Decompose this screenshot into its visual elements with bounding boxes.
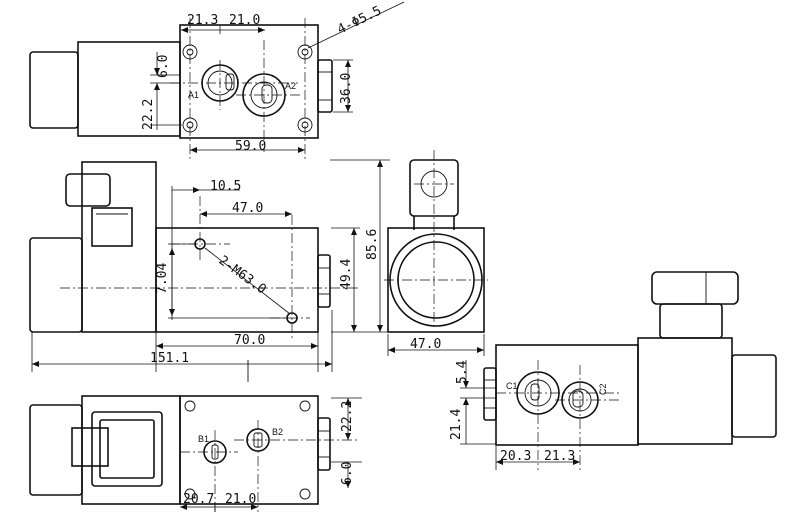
right-dimensions <box>460 360 580 470</box>
top-dim-59-0: 59.0 <box>235 139 266 154</box>
top-dim-36-0: 36.0 <box>339 73 354 104</box>
top-dim-6-0: 6.0 <box>156 55 171 78</box>
right-dim-21-3: 21.3 <box>544 449 575 464</box>
side-dim-47-0: 47.0 <box>410 337 441 352</box>
top-dim-22-2: 22.2 <box>141 99 156 130</box>
right-centerlines <box>496 360 620 470</box>
front-thread-callout: 2-M63.0 <box>216 253 269 297</box>
front-view: 10.5 47.0 2-M63.0 7.04 49.4 85.6 70.0 15… <box>29 159 390 382</box>
bottom-dimensions <box>180 397 362 512</box>
front-dim-70-0: 70.0 <box>234 333 265 348</box>
side-view: 47.0 <box>384 150 488 356</box>
top-valve-body <box>179 24 333 139</box>
top-dimensions <box>150 1 405 153</box>
bottom-solenoid-coil <box>29 395 181 505</box>
top-view: 21.3 21.0 4-Φ5.5 6.0 36.0 22.2 59.0 A1 A… <box>29 1 405 160</box>
port-label-a1: A1 <box>188 90 199 100</box>
port-label-b2: B2 <box>272 427 283 437</box>
bottom-dim-22-2: 22.2 <box>340 401 355 432</box>
port-label-a2: A2 <box>285 81 296 91</box>
top-hole-callout: 4-Φ5.5 <box>335 4 384 38</box>
bottom-centerlines <box>180 420 360 512</box>
port-label-c2: C2 <box>598 383 608 395</box>
bottom-view: 22.2 6.0 20.7 21.0 B1 B2 <box>29 395 362 512</box>
bottom-valve-body <box>179 395 331 505</box>
front-dim-151-1: 151.1 <box>150 351 189 366</box>
right-view: 5.4 21.4 20.3 21.3 C1 C2 <box>449 271 777 470</box>
right-dim-20-3: 20.3 <box>500 449 531 464</box>
right-valve-body <box>483 344 639 446</box>
port-label-b1: B1 <box>198 434 209 444</box>
bottom-dim-6-0: 6.0 <box>340 462 355 485</box>
top-dim-21-3: 21.3 <box>187 13 218 28</box>
right-dim-21-4: 21.4 <box>449 409 464 440</box>
front-dim-7-04: 7.04 <box>155 263 170 294</box>
right-solenoid-coil <box>637 271 777 445</box>
front-dimensions <box>31 159 390 382</box>
front-solenoid-coil <box>29 161 157 333</box>
front-dim-85-6: 85.6 <box>365 229 380 260</box>
port-label-c1: C1 <box>506 381 518 391</box>
front-dim-49-4: 49.4 <box>339 259 354 290</box>
front-dim-47-0: 47.0 <box>232 201 263 216</box>
right-dim-5-4: 5.4 <box>455 360 470 384</box>
bottom-dim-20-7: 20.7 <box>183 492 214 507</box>
top-centerlines <box>170 18 306 160</box>
top-dim-21-0: 21.0 <box>229 13 260 28</box>
bottom-dim-21-0: 21.0 <box>225 492 256 507</box>
front-dim-10-5: 10.5 <box>210 179 241 194</box>
